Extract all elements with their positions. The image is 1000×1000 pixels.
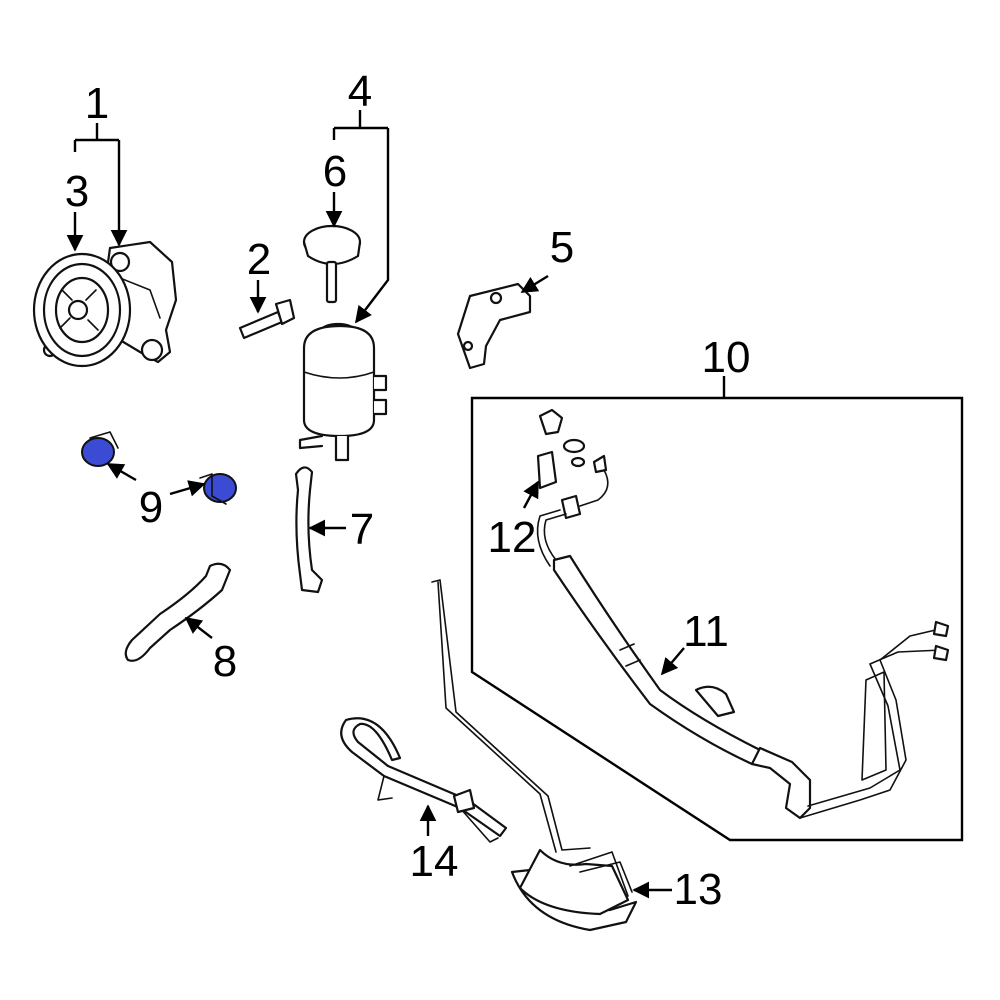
callout-10: 10 xyxy=(702,333,751,382)
pressure-fitting-set xyxy=(536,408,608,490)
callout-5: 5 xyxy=(550,223,574,272)
cooler-line xyxy=(340,717,508,843)
power-steering-pump xyxy=(32,240,178,368)
leader-lines xyxy=(66,110,726,899)
bolt xyxy=(238,298,296,340)
callout-7: 7 xyxy=(350,505,374,554)
callout-11: 11 xyxy=(683,607,729,656)
callout-6: 6 xyxy=(323,147,347,196)
pressure-hose xyxy=(536,469,950,820)
callout-8: 8 xyxy=(213,637,237,686)
reservoir xyxy=(298,322,388,462)
pressure-line-group-box xyxy=(470,396,964,842)
reservoir-hose xyxy=(124,562,232,662)
callout-9: 9 xyxy=(139,483,163,532)
hose-clamp-right xyxy=(199,473,237,505)
callout-12: 12 xyxy=(488,513,537,562)
hose-clamp-left xyxy=(81,431,119,467)
callout-13: 13 xyxy=(674,865,723,914)
callout-2: 2 xyxy=(247,235,271,284)
reservoir-cap xyxy=(302,224,362,304)
callout-1: 1 xyxy=(85,79,109,128)
return-line xyxy=(431,579,638,932)
return-hose xyxy=(294,466,324,594)
callout-14: 14 xyxy=(410,837,459,886)
callout-numbers: 1 3 2 4 6 5 10 12 11 9 7 8 14 13 xyxy=(65,67,751,914)
callout-4: 4 xyxy=(348,67,372,116)
bracket xyxy=(456,282,532,370)
callout-3: 3 xyxy=(65,167,89,216)
